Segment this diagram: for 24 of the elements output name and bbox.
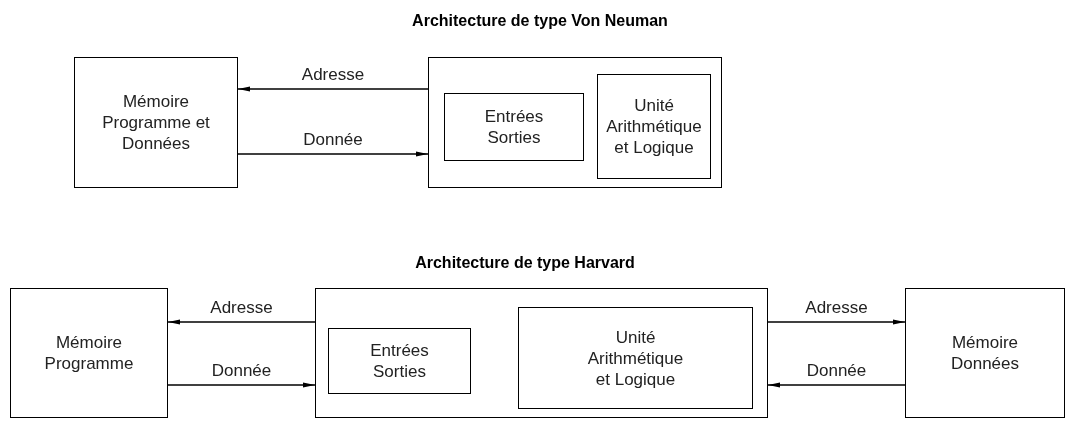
box-label: Unité Arithmétique et Logique (586, 326, 685, 390)
arrow (237, 86, 429, 92)
box-label: Mémoire Données (949, 332, 1021, 374)
process-box (518, 307, 753, 409)
process-box (10, 288, 168, 418)
section-title: Architecture de type Von Neuman (412, 12, 668, 30)
process-box (597, 74, 711, 179)
process-box (905, 288, 1065, 418)
processor-box (428, 57, 722, 188)
box-label: Unité Arithmétique et Logique (605, 95, 703, 158)
box-label: Mémoire Programme (43, 332, 135, 374)
process-box (328, 328, 471, 394)
arrow (767, 382, 906, 388)
section-title: Architecture de type Harvard (415, 254, 635, 272)
arrow (167, 319, 316, 325)
arrow (237, 151, 429, 157)
arrow (167, 382, 316, 388)
box-label: Entrées Sorties (483, 106, 545, 148)
process-box (74, 57, 238, 188)
processor-box (315, 288, 768, 418)
arrow (767, 319, 906, 325)
box-label: Mémoire Programme et Données (101, 91, 211, 154)
box-label: Entrées Sorties (369, 340, 430, 382)
process-box (444, 93, 584, 161)
